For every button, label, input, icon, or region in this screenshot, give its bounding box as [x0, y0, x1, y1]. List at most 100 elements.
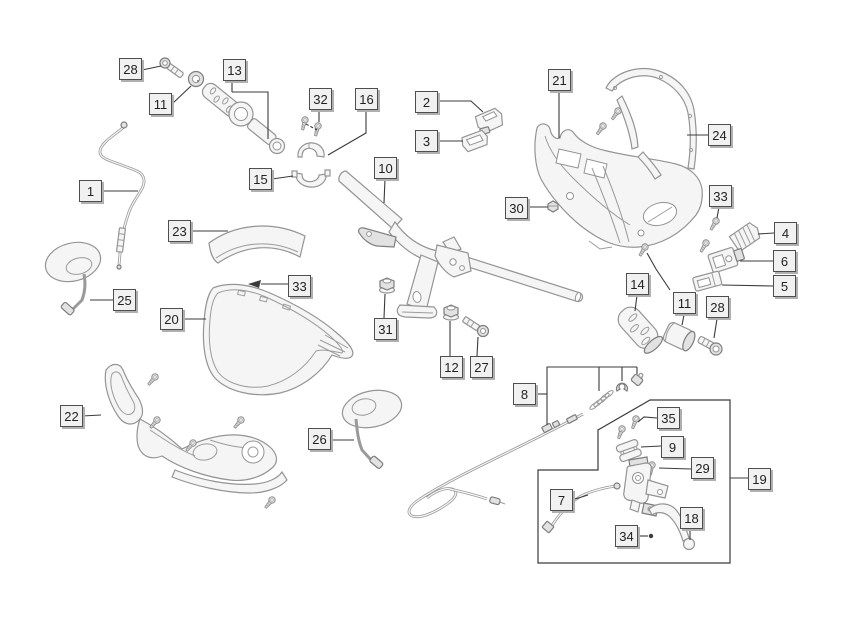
callout-6[interactable]: 6 — [773, 250, 796, 272]
leader-line-35 — [637, 416, 658, 423]
callout-34[interactable]: 34 — [615, 525, 638, 547]
mirror-right — [341, 389, 403, 469]
leader-line-29 — [658, 467, 692, 470]
lever-clamp — [615, 439, 642, 463]
rear-handlebar-cover — [202, 283, 354, 396]
callout-33[interactable]: 33 — [288, 275, 311, 297]
front-lower-cover — [104, 363, 288, 494]
handlebar-clamp-upper — [297, 142, 325, 158]
cable-clip — [615, 382, 629, 392]
connector-4 — [728, 222, 761, 253]
leader-line-8 — [546, 366, 637, 425]
leader-dash-32 — [305, 123, 318, 131]
leader-line-9 — [640, 445, 662, 448]
brake-lever-group-outline — [537, 399, 731, 564]
brake-hose — [541, 482, 621, 534]
leader-line-13 — [232, 91, 269, 139]
leader-line-28 — [713, 318, 718, 339]
leader-line-11 — [646, 252, 671, 291]
leader-line-22 — [81, 414, 102, 417]
callout-12[interactable]: 12 — [440, 356, 463, 378]
brake-master-cylinder — [623, 456, 669, 513]
grip-end-bolt-left — [159, 57, 184, 78]
callout-32[interactable]: 32 — [309, 88, 332, 110]
callout-27[interactable]: 27 — [470, 356, 493, 378]
leader-lines — [81, 65, 775, 540]
grip-end-bolt-right — [697, 336, 723, 356]
leader-line-2 — [437, 100, 484, 113]
callout-26[interactable]: 26 — [308, 428, 331, 450]
grip-bushing-right — [662, 322, 696, 352]
leader-line-11 — [681, 314, 685, 326]
callout-29[interactable]: 29 — [691, 457, 714, 479]
block-5 — [692, 270, 723, 292]
callout-30[interactable]: 30 — [505, 197, 528, 219]
callout-11[interactable]: 11 — [673, 292, 696, 314]
flange-nut-31 — [378, 277, 396, 294]
callout-18[interactable]: 18 — [680, 507, 703, 529]
callout-8[interactable]: 8 — [513, 383, 536, 405]
callout-3[interactable]: 3 — [415, 130, 438, 152]
leader-line-28 — [141, 65, 162, 71]
leader-line-33 — [716, 206, 720, 219]
callout-19[interactable]: 19 — [748, 468, 771, 490]
switch-connector — [461, 129, 488, 153]
grip-left — [617, 306, 664, 354]
callout-25[interactable]: 25 — [113, 289, 136, 311]
leader-line-11 — [171, 85, 192, 105]
leader-line-31 — [383, 293, 386, 319]
callout-35[interactable]: 35 — [657, 407, 680, 429]
mirror-left — [44, 241, 102, 316]
leader-line-15 — [271, 175, 294, 180]
callout-21[interactable]: 21 — [548, 69, 571, 91]
handlebar-clamp-lower — [291, 169, 331, 188]
transmission-cable — [407, 372, 644, 519]
brake-light-switch — [474, 107, 504, 136]
callout-23[interactable]: 23 — [168, 220, 191, 242]
leader-line-16 — [327, 110, 367, 156]
flange-nut-12 — [442, 304, 460, 321]
cable-spring — [589, 390, 614, 410]
callout-16[interactable]: 16 — [355, 88, 378, 110]
clamp-bolt-27 — [462, 316, 490, 338]
callout-22[interactable]: 22 — [60, 405, 83, 427]
callout-13[interactable]: 13 — [223, 59, 246, 81]
leader-line-14 — [634, 294, 638, 312]
callout-15[interactable]: 15 — [249, 168, 272, 190]
handlebar — [338, 170, 584, 319]
callout-1[interactable]: 1 — [79, 180, 102, 202]
switch-block-6 — [707, 247, 745, 274]
leader-dot-34 — [648, 533, 654, 539]
windshield-plate — [208, 225, 306, 264]
clip-nut-30 — [547, 200, 559, 213]
leader-line-5 — [721, 284, 774, 287]
throttle-grip — [201, 82, 286, 155]
leader-line-27 — [476, 336, 479, 357]
callout-5[interactable]: 5 — [773, 275, 796, 297]
instrument-trim-frame — [605, 67, 697, 180]
throttle-cable — [98, 121, 146, 270]
callout-9[interactable]: 9 — [661, 436, 684, 458]
handlebar-front-cover — [534, 123, 703, 250]
leader-line-4 — [757, 232, 775, 235]
callout-7[interactable]: 7 — [550, 489, 573, 511]
cable-end-piece — [630, 372, 644, 387]
leader-line-7 — [571, 494, 589, 501]
callout-24[interactable]: 24 — [708, 124, 731, 146]
callout-28[interactable]: 28 — [706, 296, 729, 318]
callout-28[interactable]: 28 — [119, 58, 142, 80]
callout-33[interactable]: 33 — [709, 185, 732, 207]
callout-14[interactable]: 14 — [626, 273, 649, 295]
callout-31[interactable]: 31 — [374, 318, 397, 340]
callout-20[interactable]: 20 — [160, 308, 183, 330]
callout-11[interactable]: 11 — [149, 93, 172, 115]
leader-line-10 — [383, 178, 386, 204]
callout-2[interactable]: 2 — [415, 91, 438, 113]
grip-bushing-left — [187, 70, 205, 88]
brake-lever — [641, 502, 696, 551]
callout-4[interactable]: 4 — [774, 222, 797, 244]
callout-10[interactable]: 10 — [374, 157, 397, 179]
